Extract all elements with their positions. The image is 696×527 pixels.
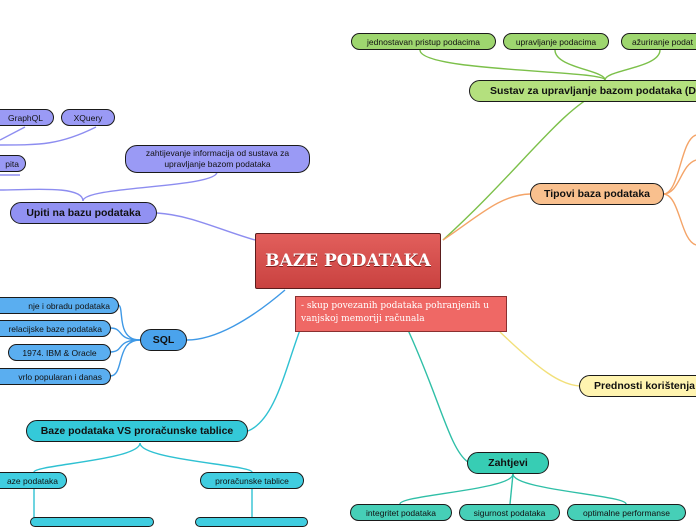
compare-connectors [33, 329, 301, 520]
branch-advantages-label: Prednosti korištenja [594, 380, 695, 392]
branch-sql[interactable]: SQL [140, 329, 187, 351]
requirement-performance[interactable]: optimalne performanse [567, 504, 686, 521]
query-definition[interactable]: zahtijevanje informacija od sustava za u… [125, 145, 310, 173]
requirements-connectors [399, 329, 627, 505]
query-graphql[interactable]: GraphQL [0, 109, 54, 126]
branch-compare[interactable]: Baze podataka VS proračunske tablice [26, 420, 248, 442]
requirement-integrity[interactable]: integritet podataka [350, 504, 452, 521]
branch-dbms[interactable]: Sustav za upravljanje bazom podataka (D [469, 80, 696, 102]
compare-databases-detail[interactable] [30, 517, 154, 527]
branch-requirements[interactable]: Zahtjevi [467, 452, 549, 474]
compare-databases[interactable]: aze podataka [0, 472, 67, 489]
branch-advantages[interactable]: Prednosti korištenja [579, 375, 696, 397]
branch-queries[interactable]: Upiti na bazu podataka [10, 202, 157, 224]
sql-item-history[interactable]: 1974. IBM & Oracle [8, 344, 111, 361]
dbms-item-access[interactable]: jednostavan pristup podacima [351, 33, 496, 50]
definition-note[interactable]: - skup povezanih podataka pohranjenih u … [295, 296, 507, 332]
types-connectors [442, 134, 696, 246]
sql-connectors [109, 289, 286, 377]
sql-item-popular[interactable]: vrlo popularan i danas [0, 368, 111, 385]
sql-item-processing[interactable]: nje i obradu podataka [0, 297, 119, 314]
compare-spreadsheets-detail[interactable] [195, 517, 308, 527]
query-xquery[interactable]: XQuery [61, 109, 115, 126]
branch-types[interactable]: Tipovi baza podataka [530, 183, 664, 205]
dbms-connectors [419, 49, 661, 241]
advantages-connectors [499, 331, 581, 387]
branch-requirements-label: Zahtjevi [488, 457, 528, 469]
requirement-security[interactable]: sigurnost podataka [459, 504, 560, 521]
branch-sql-label: SQL [152, 334, 175, 346]
dbms-item-update[interactable]: ažuriranje podat [621, 33, 696, 50]
central-topic[interactable]: BAZE PODATAKA [255, 233, 441, 289]
branch-dbms-label: Sustav za upravljanje bazom podataka (D [490, 85, 696, 97]
dbms-item-management[interactable]: upravljanje podacima [503, 33, 609, 50]
queries-connectors [0, 126, 256, 241]
query-pita[interactable]: pita [0, 155, 26, 172]
sql-item-relational[interactable]: relacijske baze podataka [0, 320, 111, 337]
branch-compare-label: Baze podataka VS proračunske tablice [40, 425, 234, 437]
branch-queries-label: Upiti na bazu podataka [26, 207, 141, 219]
branch-types-label: Tipovi baza podataka [544, 188, 650, 200]
central-topic-label: BAZE PODATAKA [265, 250, 431, 271]
compare-spreadsheets[interactable]: proračunske tablice [200, 472, 304, 489]
